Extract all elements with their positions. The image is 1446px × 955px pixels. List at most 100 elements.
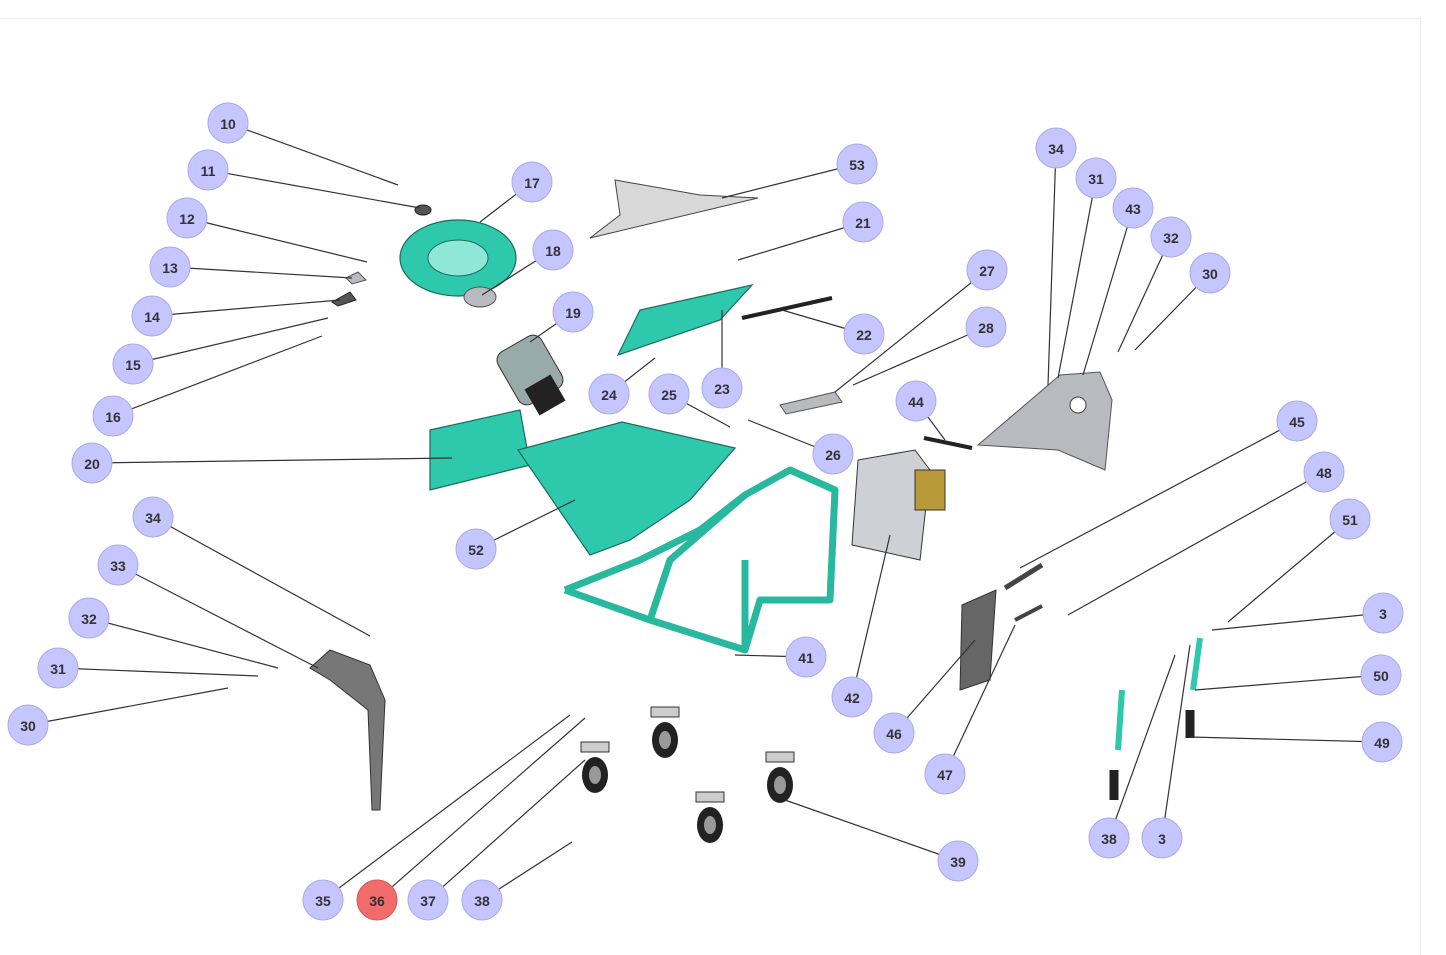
- callout-circle[interactable]: [1112, 187, 1154, 229]
- rake-part[interactable]: [589, 179, 759, 239]
- callout-50[interactable]: 50: [1360, 654, 1402, 696]
- callout-circle[interactable]: [1362, 592, 1404, 634]
- callout-circle[interactable]: [965, 306, 1007, 348]
- callout-19[interactable]: 19: [552, 291, 594, 333]
- callout-label[interactable]: 46: [886, 726, 902, 742]
- callout-label[interactable]: 21: [855, 215, 871, 231]
- frame-part[interactable]: [563, 466, 839, 654]
- handle-tube-part[interactable]: [1190, 637, 1203, 691]
- callout-label[interactable]: 11: [201, 163, 216, 179]
- callout-label[interactable]: 32: [1163, 230, 1179, 246]
- callout-circle[interactable]: [552, 291, 594, 333]
- callout-circle[interactable]: [92, 395, 134, 437]
- callout-label[interactable]: 24: [601, 387, 617, 403]
- hopper-part[interactable]: [517, 421, 737, 556]
- callout-circle[interactable]: [812, 433, 854, 475]
- callout-label[interactable]: 42: [844, 690, 860, 706]
- callout-label[interactable]: 25: [661, 387, 677, 403]
- callout-circle[interactable]: [455, 528, 497, 570]
- callout-22[interactable]: 22: [843, 313, 885, 355]
- callout-circle[interactable]: [842, 201, 884, 243]
- handle-tube-left-part[interactable]: [1115, 689, 1125, 751]
- callout-51[interactable]: 51: [1329, 498, 1371, 540]
- callout-label[interactable]: 45: [1289, 414, 1305, 430]
- callout-label[interactable]: 3: [1158, 831, 1166, 847]
- callout-label[interactable]: 41: [798, 650, 814, 666]
- callout-46[interactable]: 46: [873, 712, 915, 754]
- callout-3[interactable]: 3: [1362, 592, 1404, 634]
- callout-37[interactable]: 37: [407, 879, 449, 921]
- callout-31[interactable]: 31: [1075, 157, 1117, 199]
- callout-circle[interactable]: [836, 143, 878, 185]
- callout-circle[interactable]: [511, 161, 553, 203]
- callout-25[interactable]: 25: [648, 373, 690, 415]
- callout-32[interactable]: 32: [68, 597, 110, 639]
- callout-circle[interactable]: [843, 313, 885, 355]
- caster-wheels[interactable]: [580, 706, 795, 843]
- callout-circle[interactable]: [356, 879, 398, 921]
- callout-label[interactable]: 20: [84, 456, 100, 472]
- callout-label[interactable]: 30: [1202, 266, 1218, 282]
- callout-label[interactable]: 18: [545, 243, 561, 259]
- callout-circle[interactable]: [149, 246, 191, 288]
- callout-label[interactable]: 38: [474, 893, 490, 909]
- callout-circle[interactable]: [71, 442, 113, 484]
- callout-label[interactable]: 27: [979, 263, 995, 279]
- callout-circle[interactable]: [532, 229, 574, 271]
- callout-circle[interactable]: [302, 879, 344, 921]
- caster-wheel[interactable]: [695, 791, 725, 843]
- callout-31[interactable]: 31: [37, 647, 79, 689]
- callout-39[interactable]: 39: [937, 840, 979, 882]
- caster-wheel[interactable]: [765, 751, 795, 803]
- callout-52[interactable]: 52: [455, 528, 497, 570]
- callout-32[interactable]: 32: [1150, 216, 1192, 258]
- callout-24[interactable]: 24: [588, 373, 630, 415]
- control-panel-part[interactable]: [851, 449, 946, 561]
- callout-label[interactable]: 34: [1048, 141, 1064, 157]
- callout-label[interactable]: 10: [220, 116, 236, 132]
- flange-part[interactable]: [463, 286, 497, 308]
- callout-circle[interactable]: [1329, 498, 1371, 540]
- callout-circle[interactable]: [873, 712, 915, 754]
- callout-20[interactable]: 20: [71, 442, 113, 484]
- callout-26[interactable]: 26: [812, 433, 854, 475]
- callout-38[interactable]: 38: [1088, 817, 1130, 859]
- callout-circle[interactable]: [1303, 451, 1345, 493]
- callout-circle[interactable]: [68, 597, 110, 639]
- callout-17[interactable]: 17: [511, 161, 553, 203]
- callout-3[interactable]: 3: [1141, 817, 1183, 859]
- callout-11[interactable]: 11: [187, 149, 229, 191]
- callout-label[interactable]: 35: [315, 893, 331, 909]
- plate-small-part[interactable]: [345, 271, 367, 285]
- bracket-part[interactable]: [331, 291, 357, 307]
- callout-38[interactable]: 38: [461, 879, 503, 921]
- callout-circle[interactable]: [1035, 127, 1077, 169]
- callout-label[interactable]: 32: [81, 611, 97, 627]
- callout-21[interactable]: 21: [842, 201, 884, 243]
- callout-circle[interactable]: [207, 102, 249, 144]
- callout-circle[interactable]: [1088, 817, 1130, 859]
- callout-circle[interactable]: [132, 496, 174, 538]
- callout-label[interactable]: 31: [50, 661, 66, 677]
- impeller-part[interactable]: [399, 219, 517, 297]
- callout-44[interactable]: 44: [895, 380, 937, 422]
- callout-circle[interactable]: [648, 373, 690, 415]
- callout-label[interactable]: 33: [110, 558, 126, 574]
- rail-small-part[interactable]: [1014, 604, 1043, 622]
- callout-34[interactable]: 34: [1035, 127, 1077, 169]
- side-panel-right-part[interactable]: [976, 371, 1113, 471]
- callout-15[interactable]: 15: [112, 343, 154, 385]
- callout-41[interactable]: 41: [785, 636, 827, 678]
- callout-label[interactable]: 19: [565, 305, 581, 321]
- callout-circle[interactable]: [1361, 721, 1403, 763]
- caster-wheel[interactable]: [650, 706, 680, 758]
- callout-circle[interactable]: [7, 704, 49, 746]
- callout-label[interactable]: 50: [1373, 668, 1389, 684]
- callout-label[interactable]: 14: [144, 309, 160, 325]
- callout-circle[interactable]: [97, 544, 139, 586]
- callout-label[interactable]: 13: [162, 260, 178, 276]
- guard-box-part[interactable]: [429, 409, 531, 491]
- callout-label[interactable]: 48: [1316, 465, 1332, 481]
- side-panel-left-part[interactable]: [309, 649, 386, 811]
- callout-10[interactable]: 10: [207, 102, 249, 144]
